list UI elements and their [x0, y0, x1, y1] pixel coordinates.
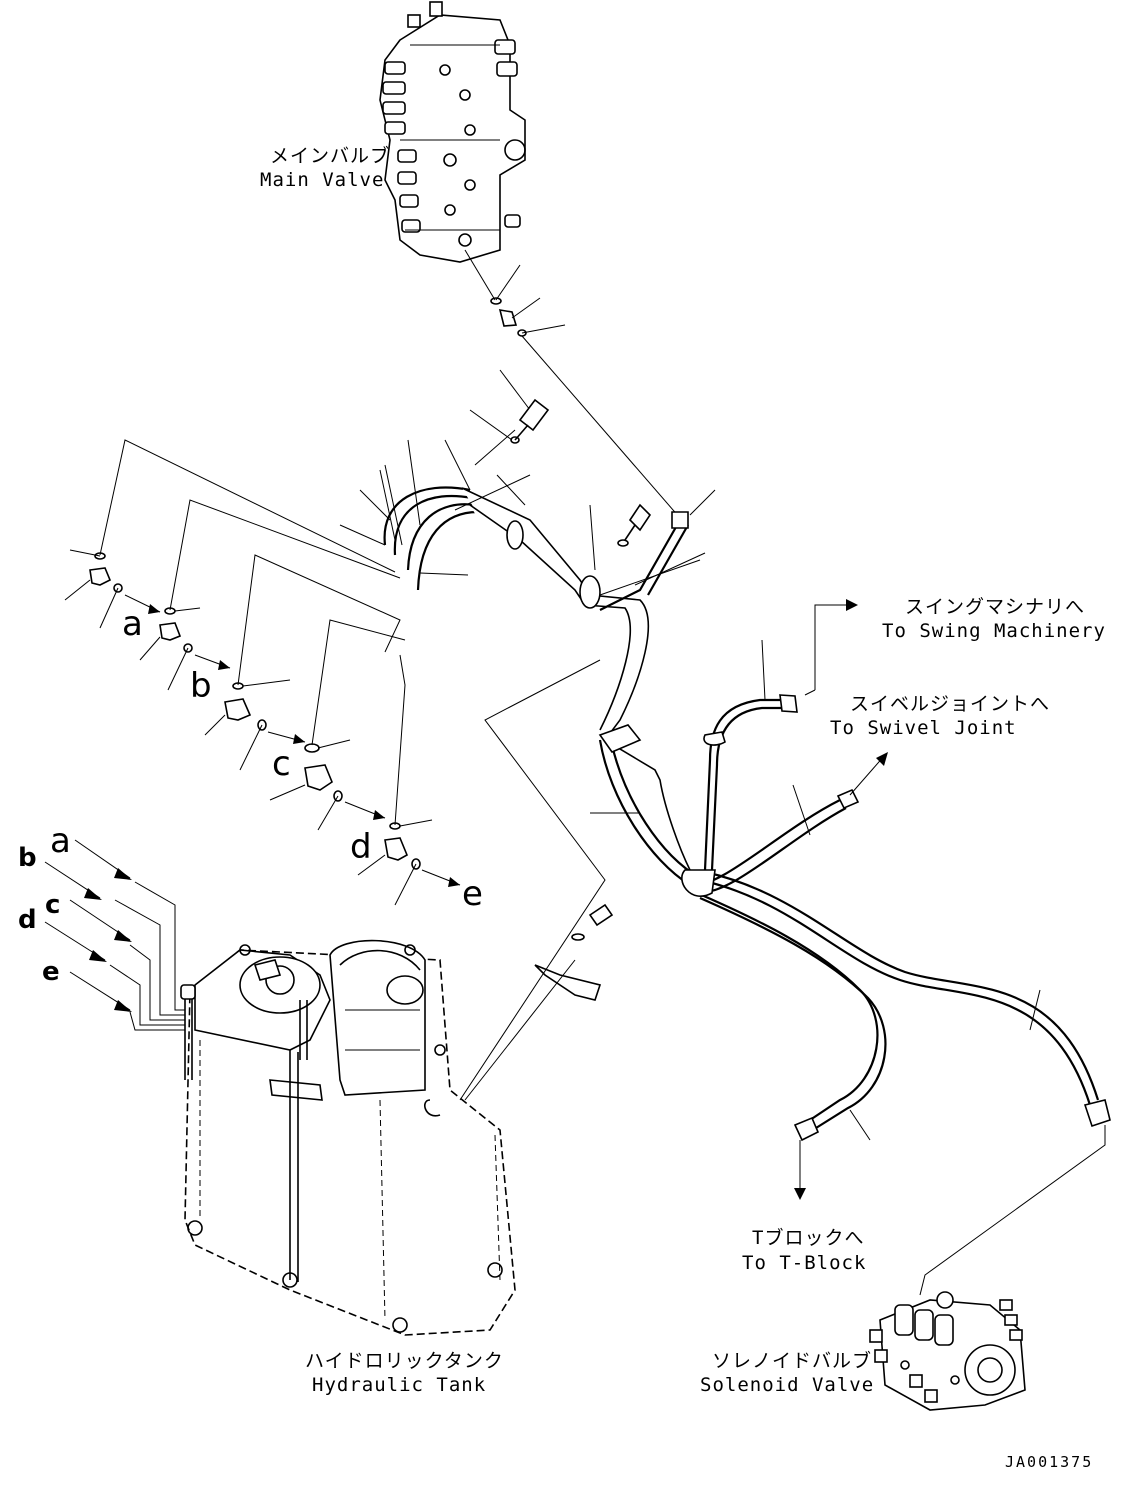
- solenoid-valve: [869, 1291, 1026, 1411]
- t-block-label-en: To T-Block: [742, 1252, 866, 1274]
- tank-letter-e: e: [42, 957, 60, 987]
- swing-machinery-label-en: To Swing Machinery: [882, 620, 1106, 642]
- swivel-joint-label-jp: スイベルジョイントへ: [850, 693, 1050, 715]
- return-pipe: [599, 489, 716, 611]
- right-hoses: [681, 694, 1111, 1142]
- tank-bracket: [459, 659, 614, 1101]
- leader-lines-bundle: [339, 369, 701, 814]
- main-valve-label-jp: メインバルブ: [270, 144, 390, 167]
- bundle-bolt: [510, 398, 652, 547]
- fitting-letter-a: a: [122, 604, 143, 644]
- tank-letter-c: c: [45, 890, 60, 920]
- fitting-letter-d: d: [350, 827, 372, 867]
- tank-letter-d: d: [18, 905, 37, 935]
- fitting-letter-c: c: [272, 744, 291, 784]
- t-block-label-jp: Tブロックへ: [752, 1226, 864, 1249]
- swivel-joint-label-en: To Swivel Joint: [830, 717, 1017, 739]
- fitting-chain: [64, 439, 461, 906]
- drawing-code: JA001375: [1005, 1453, 1093, 1471]
- hydraulic-tank-label-en: Hydraulic Tank: [312, 1374, 486, 1396]
- right-leaders: [761, 599, 1106, 1296]
- hydraulic-tank: [180, 939, 516, 1336]
- main-valve: [379, 1, 526, 263]
- main-valve-fittings: [464, 249, 681, 519]
- tank-letter-a: a: [50, 821, 71, 861]
- hose-bundle: [383, 486, 701, 886]
- fitting-letter-e: e: [462, 874, 483, 914]
- main-valve-label-en: Main Valve: [260, 169, 384, 191]
- tank-letter-b: b: [18, 843, 37, 873]
- fitting-letter-b: b: [190, 666, 212, 706]
- solenoid-valve-label-jp: ソレノイドバルブ: [712, 1349, 872, 1372]
- swing-machinery-label-jp: スイングマシナリへ: [905, 596, 1085, 618]
- hydraulic-tank-label-jp: ハイドロリックタンク: [305, 1350, 504, 1372]
- tank-inlet-arrows: [44, 839, 185, 1031]
- solenoid-valve-label-en: Solenoid Valve: [700, 1374, 874, 1396]
